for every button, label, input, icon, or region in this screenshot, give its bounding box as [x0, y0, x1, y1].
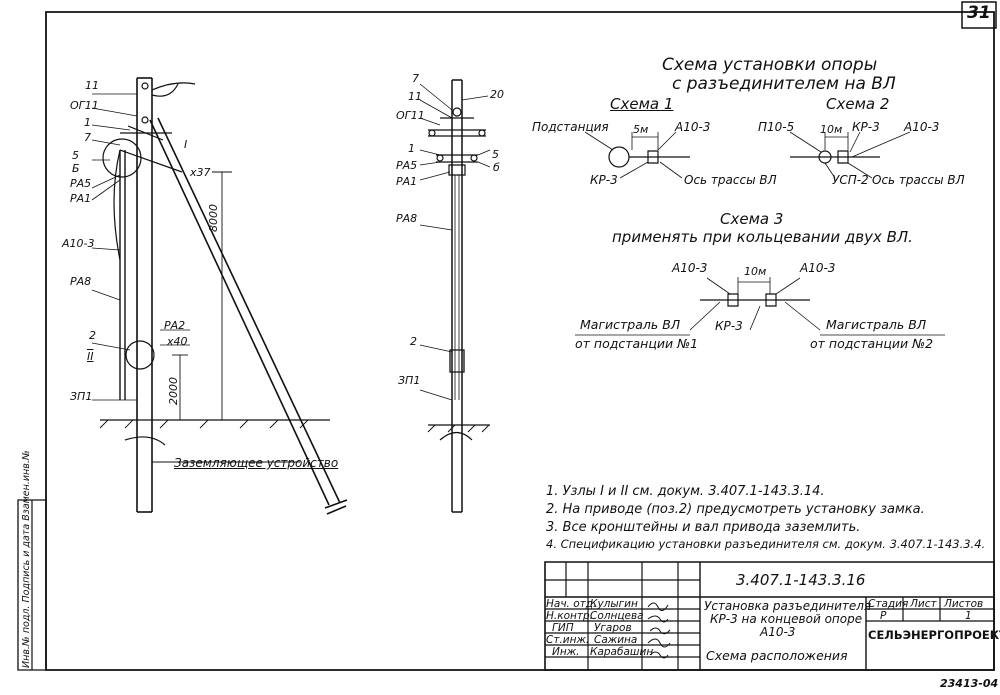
drawing-subtitle: Схема расположения: [706, 648, 848, 663]
role-2: Н.контр.: [546, 610, 593, 622]
scheme2-title: Схема 2: [826, 95, 890, 113]
scheme3-title: Схема 3: [720, 210, 784, 228]
scheme2-dist: 10м: [820, 123, 843, 136]
label-b: Б: [72, 162, 80, 175]
signatures: [644, 598, 678, 670]
sheet-number-box: [962, 2, 996, 28]
note-4: 4. Спецификацию установки разъединителя …: [546, 537, 986, 551]
scheme3-a10-left: А10-3: [672, 261, 708, 275]
scheme2-kr: КР-3: [852, 120, 880, 134]
label-ra2: РА2: [164, 319, 186, 332]
scheme1-a10: А10-3: [675, 120, 711, 134]
mid-label-2: 2: [410, 335, 417, 348]
node-II-circle: [126, 341, 154, 369]
scheme1-substation: Подстанция: [532, 120, 609, 134]
node-I-circle: [103, 139, 141, 177]
frame-border: [46, 12, 994, 670]
sheets-header: Листов: [944, 598, 984, 610]
scheme2-drawing: [790, 132, 910, 178]
role-1: Нач. отд.: [546, 598, 597, 610]
mid-label-zp1: ЗП1: [398, 374, 421, 387]
role-3: ГИП: [552, 622, 574, 634]
scheme3-from-right: от подстанции №2: [810, 336, 934, 351]
label-11: 11: [85, 79, 99, 92]
scheme1-title: Схема 1: [610, 95, 674, 113]
mid-label-b: б: [493, 161, 500, 174]
mid-label-ra5: РА5: [396, 159, 418, 172]
scheme1-dist: 5м: [633, 123, 649, 136]
name-3: Угаров: [594, 622, 632, 634]
label-ra8-left: РА8: [70, 275, 92, 288]
scheme3-mainline-left: Магистраль ВЛ: [580, 317, 681, 332]
label-1: 1: [84, 116, 91, 129]
sheets-value: 1: [965, 610, 972, 622]
scheme3-mainline-right: Магистраль ВЛ: [826, 317, 927, 332]
stage-value: Р: [880, 610, 887, 622]
sheet-header: Лист: [910, 598, 937, 610]
mid-label-7: 7: [412, 72, 419, 85]
label-ra5: РА5: [70, 177, 92, 190]
name-1: Кулыгин: [590, 598, 638, 610]
scheme3-dist: 10м: [744, 265, 767, 278]
label-node-I: I: [184, 138, 188, 151]
role-5: Инж.: [552, 646, 580, 658]
label-node-II: II: [87, 350, 94, 363]
scheme3-a10-right: А10-3: [800, 261, 836, 275]
drawing-title-1: Установка разъединителя: [704, 599, 872, 613]
sheet-number: 31: [967, 3, 991, 23]
scheme3-subtitle: применять при кольцевании двух ВЛ.: [612, 228, 913, 246]
scheme3-from-left: от подстанции №1: [575, 336, 699, 351]
scheme1-drawing: [585, 132, 690, 178]
name-4: Сажина: [594, 634, 638, 646]
mid-label-11: 11: [408, 90, 422, 103]
scheme3-kr: КР-3: [715, 319, 743, 333]
dim-8000: 8000: [207, 204, 220, 232]
label-og11: ОГ11: [70, 99, 99, 112]
name-5: Карабашин: [590, 646, 654, 658]
scheme2-axis: Ось трассы ВЛ: [872, 173, 965, 187]
scheme2-a10: А10-3: [904, 120, 940, 134]
mid-label-ra8: РА8: [396, 212, 418, 225]
note-3: 3. Все кронштейны и вал привода заземлит…: [546, 520, 861, 535]
mid-label-20: 20: [490, 88, 504, 101]
dim-2000: 2000: [167, 377, 180, 405]
label-a10-3-left: А10-3: [62, 237, 95, 250]
stage-header: Стадия: [868, 598, 909, 610]
label-7: 7: [84, 131, 91, 144]
drawing-title-2: КР-3 на концевой опоре: [710, 612, 863, 626]
mid-label-ra1: РА1: [396, 175, 418, 188]
scheme3-drawing: [575, 277, 945, 335]
scheme1-kr: КР-3: [590, 173, 618, 187]
title-block-grid: [545, 562, 994, 670]
org-name: СЕЛЬЭНЕРГОПРОЕКТ: [868, 628, 1000, 642]
ground-device-label: Заземляющее устройство: [174, 456, 339, 470]
label-2-left: 2: [89, 329, 96, 342]
middle-pole-figure: [420, 80, 490, 512]
mid-label-og11: ОГ11: [396, 109, 425, 122]
doc-code: 3.407.1-143.3.16: [736, 571, 866, 589]
scheme2-p10: П10-5: [758, 120, 795, 134]
side-strip-text: Инв.№ подл. Подпись и дата Взамен.инв.№: [21, 450, 32, 668]
scheme1-axis: Ось трассы ВЛ: [684, 173, 777, 187]
drawing-title-3: А10-3: [760, 625, 796, 639]
label-5: 5: [72, 149, 79, 162]
scheme-main-title-2: с разъединителем на ВЛ: [672, 74, 896, 94]
footer-code: 23413-04: [940, 677, 999, 690]
label-zp1-left: ЗП1: [70, 390, 93, 403]
mid-label-5: 5: [492, 148, 499, 161]
label-x40: x40: [167, 335, 188, 348]
scheme-main-title-1: Схема установки опоры: [662, 55, 878, 75]
label-ra1: РА1: [70, 192, 92, 205]
note-1: 1. Узлы I и II см. докум. 3.407.1-143.3.…: [546, 484, 825, 499]
name-2: Солнцева: [590, 610, 644, 622]
note-2: 2. На приводе (поз.2) предусмотреть уста…: [546, 502, 925, 517]
role-4: Ст.инж.: [546, 634, 590, 646]
left-pole-figure: [92, 78, 347, 514]
label-x37: x37: [190, 166, 211, 179]
mid-label-1: 1: [408, 142, 415, 155]
scheme2-usp: УСП-2: [832, 173, 869, 187]
